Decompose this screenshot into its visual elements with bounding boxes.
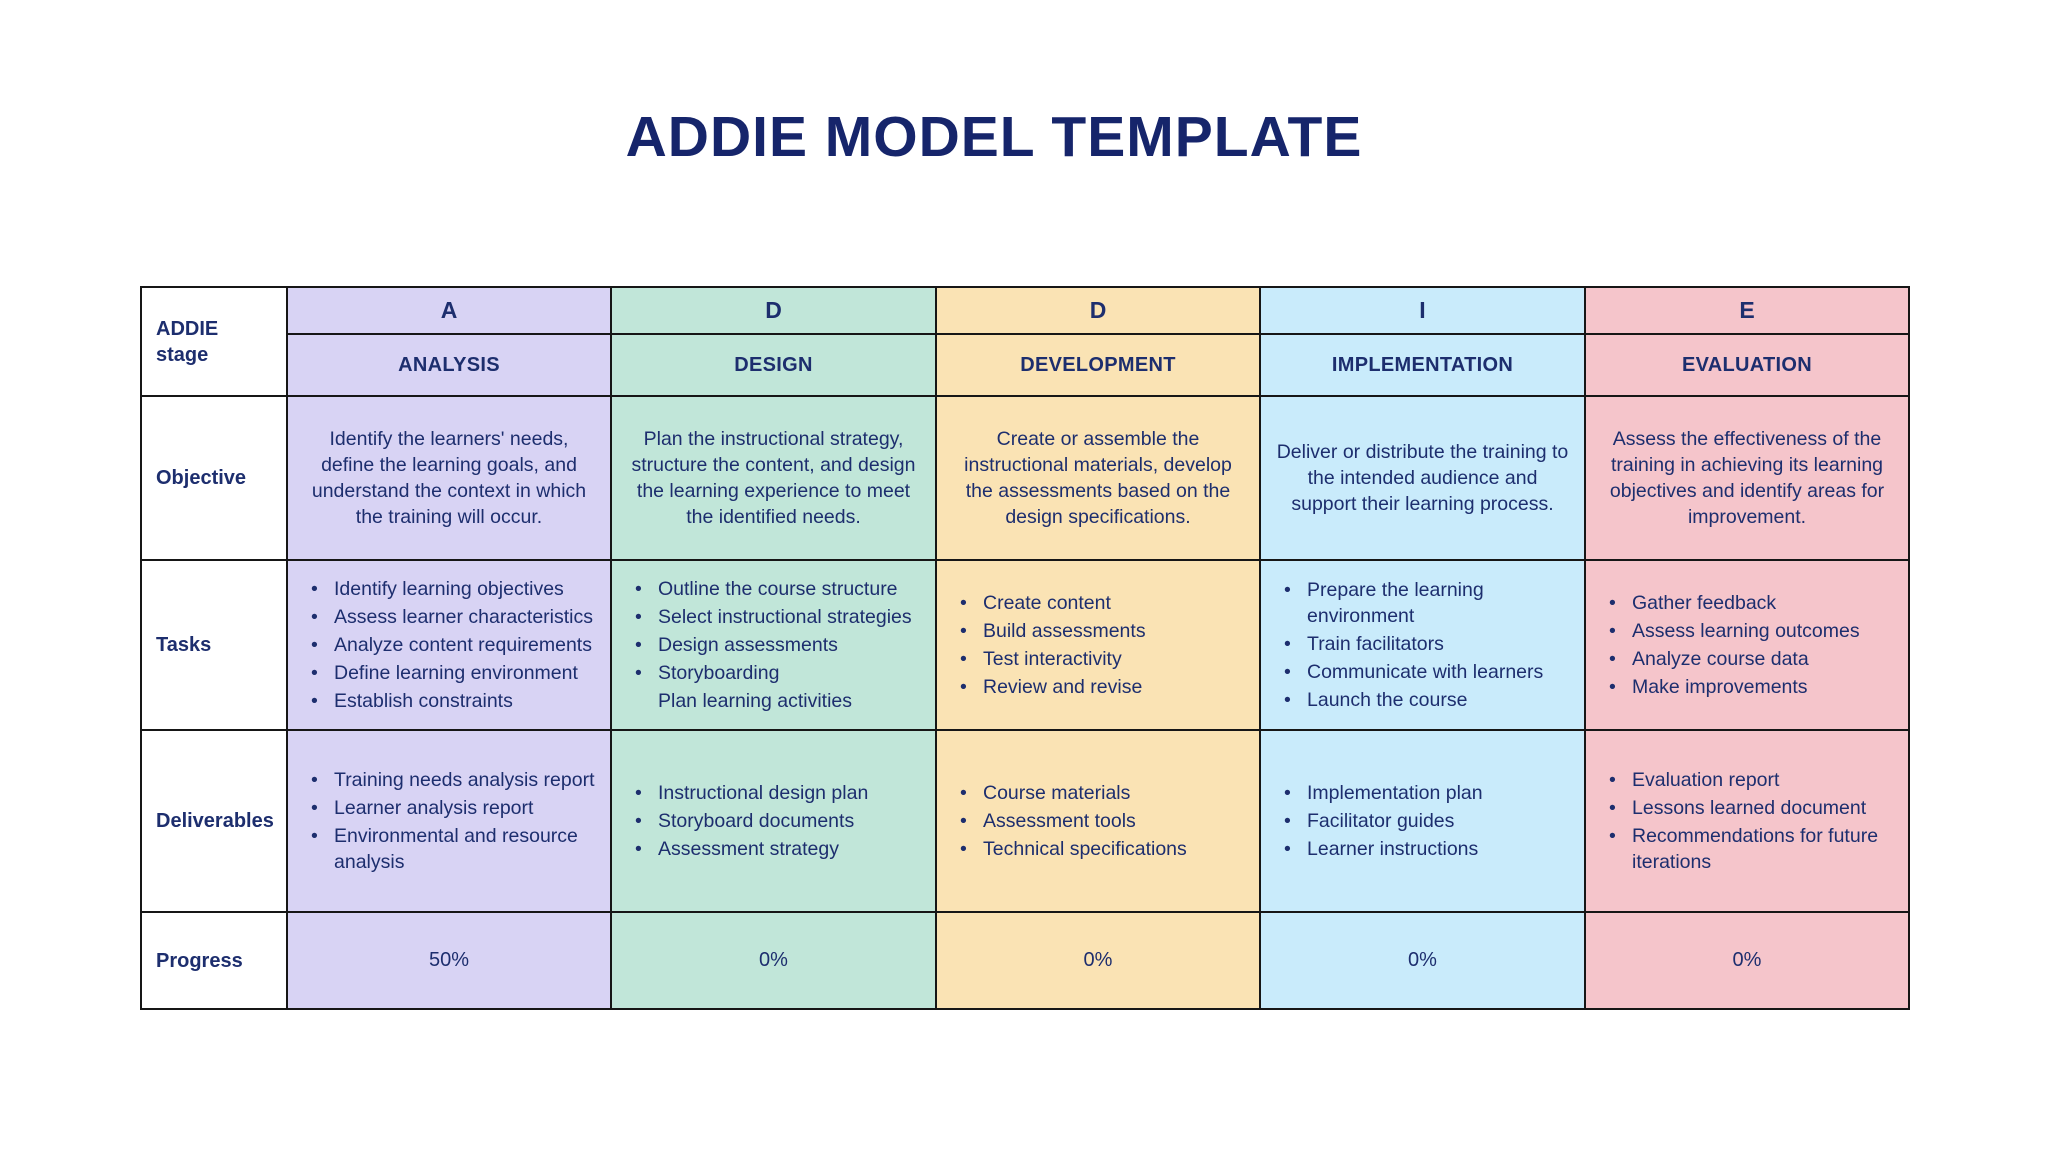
deliverable-item: Training needs analysis report: [304, 767, 600, 793]
deliverable-item: Implementation plan: [1277, 780, 1574, 806]
task-item: Plan learning activities: [658, 690, 853, 712]
task-item: Identify learning objectives: [304, 576, 600, 602]
stage-name-row: ANALYSIS DESIGN DEVELOPMENT IMPLEMENTATI…: [141, 333, 1910, 397]
deliverable-item: Learner analysis report: [304, 795, 600, 821]
tasks-cell-design: Outline the course structure Select inst…: [610, 559, 937, 731]
progress-cell-analysis: 50%: [286, 911, 612, 1010]
page-title: ADDIE MODEL TEMPLATE: [625, 105, 1363, 169]
objective-cell-evaluation: Assess the effectiveness of the training…: [1584, 395, 1910, 561]
deliverable-item: Lessons learned document: [1602, 795, 1898, 821]
task-item: Test interactivity: [953, 646, 1249, 672]
deliverables-cell-design: Instructional design plan Storyboard doc…: [610, 729, 937, 913]
deliverables-list: Evaluation report Lessons learned docume…: [1602, 767, 1898, 875]
stage-letter-row: ADDIE stage A D D I E: [140, 286, 1910, 397]
deliverable-item: Assessment tools: [953, 808, 1249, 834]
objective-cell-design: Plan the instructional strategy, structu…: [610, 395, 937, 561]
tasks-list: Prepare the learning environment Train f…: [1277, 577, 1574, 713]
task-item: Create content: [953, 590, 1249, 616]
tasks-list: Gather feedback Assess learning outcomes…: [1602, 590, 1898, 700]
tasks-cell-analysis: Identify learning objectives Assess lear…: [286, 559, 612, 731]
deliverables-list: Instructional design plan Storyboard doc…: [628, 780, 925, 862]
row-label-objective: Objective: [140, 395, 288, 561]
progress-cell-evaluation: 0%: [1584, 911, 1910, 1010]
row-label-progress: Progress: [140, 911, 288, 1010]
deliverables-cell-analysis: Training needs analysis report Learner a…: [286, 729, 612, 913]
task-item: Assess learner characteristics: [304, 604, 600, 630]
deliverable-item: Assessment strategy: [628, 836, 925, 862]
task-item: Make improvements: [1602, 674, 1898, 700]
stage-name-evaluation: EVALUATION: [1584, 333, 1910, 397]
task-item: Establish constraints: [304, 688, 600, 714]
deliverable-item: Evaluation report: [1602, 767, 1898, 793]
task-item: Analyze course data: [1602, 646, 1898, 672]
tasks-list: Identify learning objectives Assess lear…: [304, 576, 600, 714]
task-item: Gather feedback: [1602, 590, 1898, 616]
task-item: Define learning environment: [304, 660, 600, 686]
objective-cell-analysis: Identify the learners' needs, define the…: [286, 395, 612, 561]
deliverable-item: Facilitator guides: [1277, 808, 1574, 834]
tasks-cell-development: Create content Build assessments Test in…: [935, 559, 1261, 731]
deliverables-cell-development: Course materials Assessment tools Techni…: [935, 729, 1261, 913]
progress-row: Progress 50% 0% 0% 0% 0%: [140, 911, 1910, 1010]
deliverables-list: Training needs analysis report Learner a…: [304, 767, 600, 875]
task-item: Communicate with learners: [1277, 659, 1574, 685]
task-item: Build assessments: [953, 618, 1249, 644]
deliverable-item: Recommendations for future iterations: [1602, 823, 1898, 875]
deliverables-cell-implementation: Implementation plan Facilitator guides L…: [1259, 729, 1586, 913]
stage-letter-evaluation: E: [1584, 286, 1910, 335]
progress-cell-development: 0%: [935, 911, 1261, 1010]
objective-row: Objective Identify the learners' needs, …: [140, 395, 1910, 561]
tasks-cell-evaluation: Gather feedback Assess learning outcomes…: [1584, 559, 1910, 731]
tasks-row: Tasks Identify learning objectives Asses…: [140, 559, 1910, 731]
task-item: Assess learning outcomes: [1602, 618, 1898, 644]
tasks-list: Create content Build assessments Test in…: [953, 590, 1249, 700]
task-item: Review and revise: [953, 674, 1249, 700]
deliverables-list: Course materials Assessment tools Techni…: [953, 780, 1249, 862]
deliverable-item: Environmental and resource analysis: [304, 823, 600, 875]
deliverables-row: Deliverables Training needs analysis rep…: [140, 729, 1910, 913]
deliverable-item: Technical specifications: [953, 836, 1249, 862]
stage-name-development: DEVELOPMENT: [935, 333, 1261, 397]
task-item: Analyze content requirements: [304, 632, 600, 658]
deliverable-item: Instructional design plan: [628, 780, 925, 806]
objective-cell-development: Create or assemble the instructional mat…: [935, 395, 1261, 561]
stage-name-design: DESIGN: [610, 333, 937, 397]
stage-letter-analysis: A: [286, 286, 612, 335]
task-item: Train facilitators: [1277, 631, 1574, 657]
task-item: Launch the course: [1277, 687, 1574, 713]
task-item: Select instructional strategies: [628, 604, 925, 630]
deliverable-item: Course materials: [953, 780, 1249, 806]
row-label-deliverables: Deliverables: [140, 729, 288, 913]
progress-cell-implementation: 0%: [1259, 911, 1586, 1010]
task-item: Storyboarding: [628, 660, 925, 686]
stage-name-analysis: ANALYSIS: [286, 333, 612, 397]
objective-cell-implementation: Deliver or distribute the training to th…: [1259, 395, 1586, 561]
stage-letter-development: D: [935, 286, 1261, 335]
deliverables-list: Implementation plan Facilitator guides L…: [1277, 780, 1574, 862]
tasks-list: Outline the course structure Select inst…: [628, 576, 925, 714]
stage-name-implementation: IMPLEMENTATION: [1259, 333, 1586, 397]
corner-label-addie-stage: ADDIE stage: [140, 286, 288, 397]
stage-letter-design: D: [610, 286, 937, 335]
deliverable-item: Learner instructions: [1277, 836, 1574, 862]
deliverables-cell-evaluation: Evaluation report Lessons learned docume…: [1584, 729, 1910, 913]
row-label-tasks: Tasks: [140, 559, 288, 731]
tasks-cell-implementation: Prepare the learning environment Train f…: [1259, 559, 1586, 731]
task-item: Prepare the learning environment: [1277, 577, 1574, 629]
stage-letter-implementation: I: [1259, 286, 1586, 335]
progress-cell-design: 0%: [610, 911, 937, 1010]
task-item: Outline the course structure: [628, 576, 925, 602]
deliverable-item: Storyboard documents: [628, 808, 925, 834]
addie-table: ADDIE stage A D D I E ANALYSIS DESIGN DE…: [140, 286, 1910, 1010]
task-item: Design assessments: [628, 632, 925, 658]
